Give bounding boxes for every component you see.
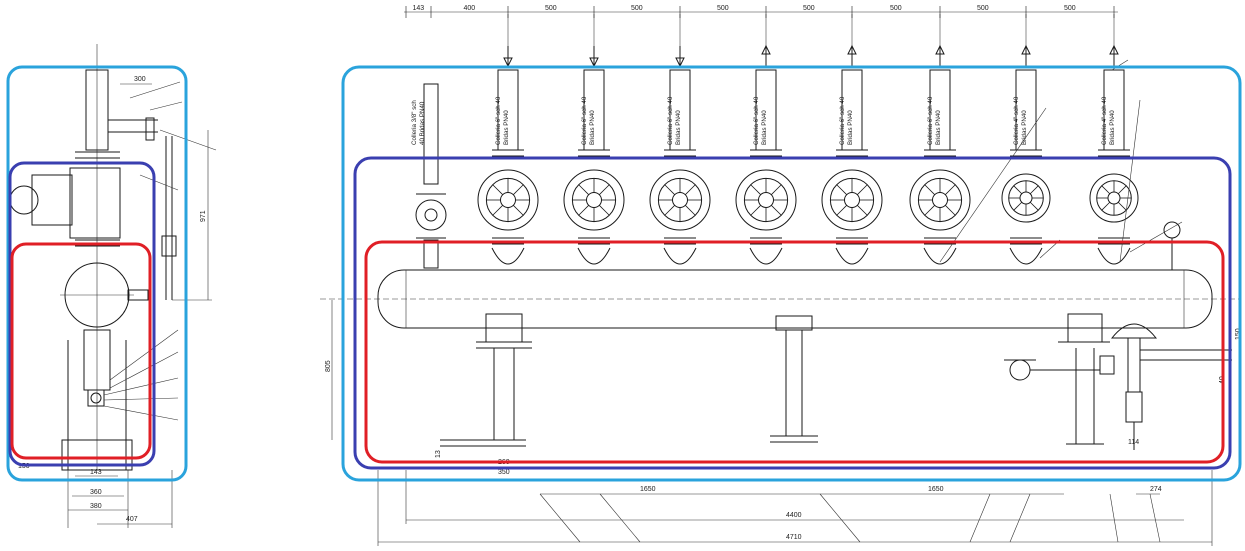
side-dim-top: 300 bbox=[134, 76, 146, 83]
branch-5 bbox=[735, 14, 797, 265]
front-middle-frame bbox=[353, 156, 1232, 470]
front-view: Colleria 3/8" sch40 Bridas PN40 Colleria … bbox=[320, 5, 1242, 546]
pipe-label-8: Colleria 4" sch 40Bridas PN40 bbox=[1013, 96, 1028, 145]
front-top-dimensions: 143 400 500 500 500 500 500 500 500 bbox=[405, 5, 1115, 18]
top-dim-8: 500 bbox=[977, 5, 989, 12]
pipe-label-7: Colleria 6" sch 40Bridas PN40 bbox=[927, 96, 942, 145]
side-handwheel bbox=[9, 185, 39, 215]
side-dim-base-d: 407 bbox=[126, 516, 138, 523]
front-support-center bbox=[770, 315, 818, 443]
front-dim-left-small: 13 bbox=[435, 450, 442, 458]
branch-3 bbox=[563, 14, 625, 265]
front-dim-left-height: 805 bbox=[325, 360, 332, 372]
front-dim-span-left: 1650 bbox=[640, 486, 656, 493]
top-dim-9: 500 bbox=[1064, 5, 1076, 12]
front-branches: Colleria 3/8" sch40 Bridas PN40 Colleria … bbox=[411, 14, 1139, 265]
top-dim-3: 500 bbox=[545, 5, 557, 12]
front-branch-small bbox=[415, 83, 447, 269]
top-dim-7: 500 bbox=[890, 5, 902, 12]
pipe-label-6: Colleria 6" sch 40Bridas PN40 bbox=[839, 96, 854, 145]
side-view: 300 971 150 143 360 380 407 bbox=[6, 44, 217, 528]
side-dim-height: 971 bbox=[200, 210, 207, 222]
top-dim-4: 500 bbox=[631, 5, 643, 12]
side-outer-frame bbox=[6, 65, 188, 482]
front-support-right bbox=[1058, 313, 1110, 445]
side-dim-base-a: 143 bbox=[90, 469, 102, 476]
branch-2 bbox=[477, 14, 539, 265]
front-dim-right-small: 274 bbox=[1150, 486, 1162, 493]
pipe-label-5: Colleria 6" sch 40Bridas PN40 bbox=[753, 96, 768, 145]
top-dim-1: 143 bbox=[413, 5, 425, 12]
side-dim-base-c: 380 bbox=[90, 503, 102, 510]
side-base-plate bbox=[61, 439, 133, 471]
branch-9 bbox=[1089, 14, 1139, 265]
branch-4 bbox=[649, 14, 711, 265]
front-dim-total-outer: 4710 bbox=[786, 534, 802, 541]
side-middle-frame bbox=[8, 161, 156, 467]
front-dim-drain: 114 bbox=[1128, 439, 1139, 446]
side-valve-body bbox=[69, 167, 121, 239]
top-dim-2: 400 bbox=[464, 5, 476, 12]
side-actuator bbox=[31, 174, 73, 226]
front-dim-total-inner: 4400 bbox=[786, 512, 802, 519]
front-outer-frame bbox=[341, 65, 1242, 482]
front-dim-foot-b: 350 bbox=[498, 469, 510, 476]
top-dim-5: 500 bbox=[717, 5, 729, 12]
branch-7 bbox=[909, 14, 971, 265]
branch-6 bbox=[821, 14, 883, 265]
side-inner-frame bbox=[10, 242, 152, 460]
top-dim-6: 500 bbox=[803, 5, 815, 12]
pipe-label-2: Colleria 6" sch 40Bridas PN40 bbox=[495, 96, 510, 145]
front-support-left bbox=[440, 313, 532, 447]
pipe-label-9: Colleria 4" sch 40Bridas PN40 bbox=[1101, 96, 1116, 145]
branch-8 bbox=[1001, 14, 1051, 265]
front-drain-assembly bbox=[1004, 221, 1232, 450]
front-drain-valve bbox=[1009, 359, 1031, 381]
side-bypass-valve bbox=[161, 235, 177, 257]
front-dim-span-right: 1650 bbox=[928, 486, 944, 493]
side-top-pipe bbox=[85, 69, 109, 151]
pipe-label-3: Colleria 6" sch 40Bridas PN40 bbox=[581, 96, 596, 145]
side-dim-left-small: 150 bbox=[18, 463, 30, 470]
pipe-label-4: Colleria 6" sch 40Bridas PN40 bbox=[667, 96, 682, 145]
front-inner-frame bbox=[364, 240, 1225, 464]
side-drain-valve bbox=[87, 389, 105, 407]
pipe-label-1: Colleria 3/8" sch40 Bridas PN40 bbox=[411, 100, 426, 145]
side-dim-base-b: 360 bbox=[90, 489, 102, 496]
